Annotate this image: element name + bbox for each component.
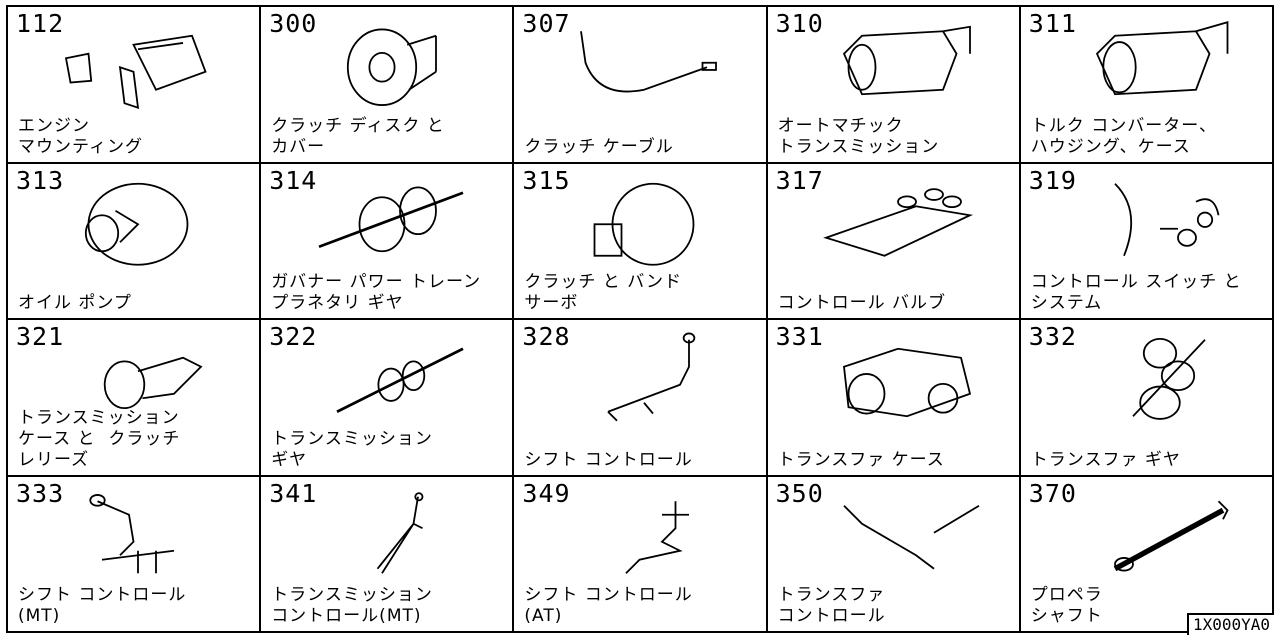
clutch-disc-icon: [301, 17, 481, 113]
control-valve-icon: [808, 174, 988, 270]
category-label: オートマチック トランスミッション: [777, 115, 940, 157]
category-code: 317: [775, 165, 824, 195]
category-code: 333: [16, 478, 65, 508]
category-label: シフト コントロール (AT): [524, 585, 693, 626]
category-label: クラッチ と バンド サーボ: [524, 272, 683, 313]
category-label: トルク コンバーター、 ハウジング、ケース: [1030, 115, 1218, 157]
category-code: 310: [775, 9, 824, 38]
category-cell-349[interactable]: 349 シフト コントロール (AT): [514, 476, 768, 633]
transfer-control-icon: [808, 487, 988, 583]
category-cell-333[interactable]: 333 シフト コントロール (MT): [8, 476, 262, 633]
category-code: 370: [1028, 478, 1077, 508]
oil-pump-icon: [48, 174, 228, 270]
category-cell-331[interactable]: 331 トランスファ ケース: [767, 320, 1021, 477]
category-cell-313[interactable]: 313 オイル ポンプ: [8, 163, 262, 320]
category-label: シフト コントロール (MT): [18, 585, 187, 626]
category-code: 313: [16, 165, 65, 195]
category-cell-307[interactable]: 307 クラッチ ケーブル: [514, 7, 768, 164]
torque-converter-icon: [1061, 17, 1241, 113]
category-cell-311[interactable]: 311 トルク コンバーター、 ハウジング、ケース: [1020, 7, 1274, 164]
category-label: トランスファ ケース: [777, 449, 945, 470]
category-label: トランスミッション ケース と クラッチ レリーズ: [18, 407, 181, 470]
category-code: 322: [269, 322, 318, 351]
clutch-band-servo-icon: [554, 174, 734, 270]
category-label: ガバナー パワー トレーン プラネタリ ギヤ: [271, 272, 482, 313]
category-label: トランスミッション コントロール(MT): [271, 585, 433, 626]
category-code: 319: [1028, 165, 1077, 195]
category-label: クラッチ ケーブル: [524, 136, 674, 157]
category-code: 315: [522, 165, 571, 195]
category-cell-322[interactable]: 322 トランスミッション ギヤ: [261, 320, 515, 477]
category-code: 307: [522, 9, 571, 38]
category-cell-300[interactable]: 300 クラッチ ディスク と カバー: [261, 7, 515, 164]
category-label: クラッチ ディスク と カバー: [271, 115, 445, 157]
category-code: 321: [16, 322, 65, 351]
engine-mount-icon: [48, 17, 228, 113]
category-cell-319[interactable]: 319 コントロール スイッチ と システム: [1020, 163, 1274, 320]
clutch-cable-icon: [554, 17, 734, 113]
shift-control-at-icon: [554, 487, 734, 583]
category-label: エンジン マウンティング: [18, 115, 143, 157]
category-label: プロペラ シャフト: [1030, 585, 1103, 626]
category-cell-370[interactable]: 370 プロペラ シャフト: [1020, 476, 1274, 633]
category-cell-350[interactable]: 350 トランスファ コントロール: [767, 476, 1021, 633]
category-code: 314: [269, 165, 318, 195]
category-cell-332[interactable]: 332 トランスファ ギヤ: [1020, 320, 1274, 477]
category-label: コントロール スイッチ と システム: [1030, 272, 1242, 313]
category-code: 349: [522, 478, 571, 508]
category-label: オイル ポンプ: [18, 293, 132, 313]
category-cell-317[interactable]: 317 コントロール バルブ: [767, 163, 1021, 320]
transfer-case-icon: [808, 330, 988, 426]
diagram-reference-code: 1X000YA0: [1186, 613, 1274, 635]
category-cell-315[interactable]: 315 クラッチ と バンド サーボ: [514, 163, 768, 320]
shift-control-mt-icon: [48, 487, 228, 583]
category-cell-112[interactable]: 112 エンジン マウンティング: [8, 7, 262, 164]
category-label: コントロール バルブ: [777, 293, 946, 313]
category-label: トランスファ ギヤ: [1030, 449, 1181, 470]
parts-category-grid: 112 エンジン マウンティング 300 クラッチ ディスク と カバー 307 クラッチ…: [6, 5, 1274, 633]
category-label: トランスミッション ギヤ: [271, 428, 433, 470]
planetary-gear-icon: [301, 174, 481, 270]
category-code: 328: [522, 322, 571, 351]
category-cell-314[interactable]: 314 ガバナー パワー トレーン プラネタリ ギヤ: [261, 163, 515, 320]
category-label: シフト コントロール: [524, 449, 693, 470]
transmission-control-mt-icon: [301, 487, 481, 583]
category-cell-321[interactable]: 321 トランスミッション ケース と クラッチ レリーズ: [8, 320, 262, 477]
shift-control-icon: [554, 330, 734, 426]
category-cell-341[interactable]: 341 トランスミッション コントロール(MT): [261, 476, 515, 633]
category-code: 112: [16, 9, 65, 38]
transmission-gear-icon: [301, 330, 481, 426]
transfer-gear-icon: [1061, 330, 1241, 426]
category-code: 311: [1028, 9, 1077, 38]
category-code: 341: [269, 478, 318, 508]
transmission-case-icon: [48, 330, 228, 426]
auto-transmission-icon: [808, 17, 988, 113]
category-label: トランスファ コントロール: [777, 585, 886, 626]
category-code: 300: [269, 9, 318, 38]
category-cell-310[interactable]: 310 オートマチック トランスミッション: [767, 7, 1021, 164]
category-code: 331: [775, 322, 824, 351]
control-switch-icon: [1061, 174, 1241, 270]
category-code: 350: [775, 478, 824, 508]
category-cell-328[interactable]: 328 シフト コントロール: [514, 320, 768, 477]
category-code: 332: [1028, 322, 1077, 351]
propeller-shaft-icon: [1061, 487, 1241, 583]
